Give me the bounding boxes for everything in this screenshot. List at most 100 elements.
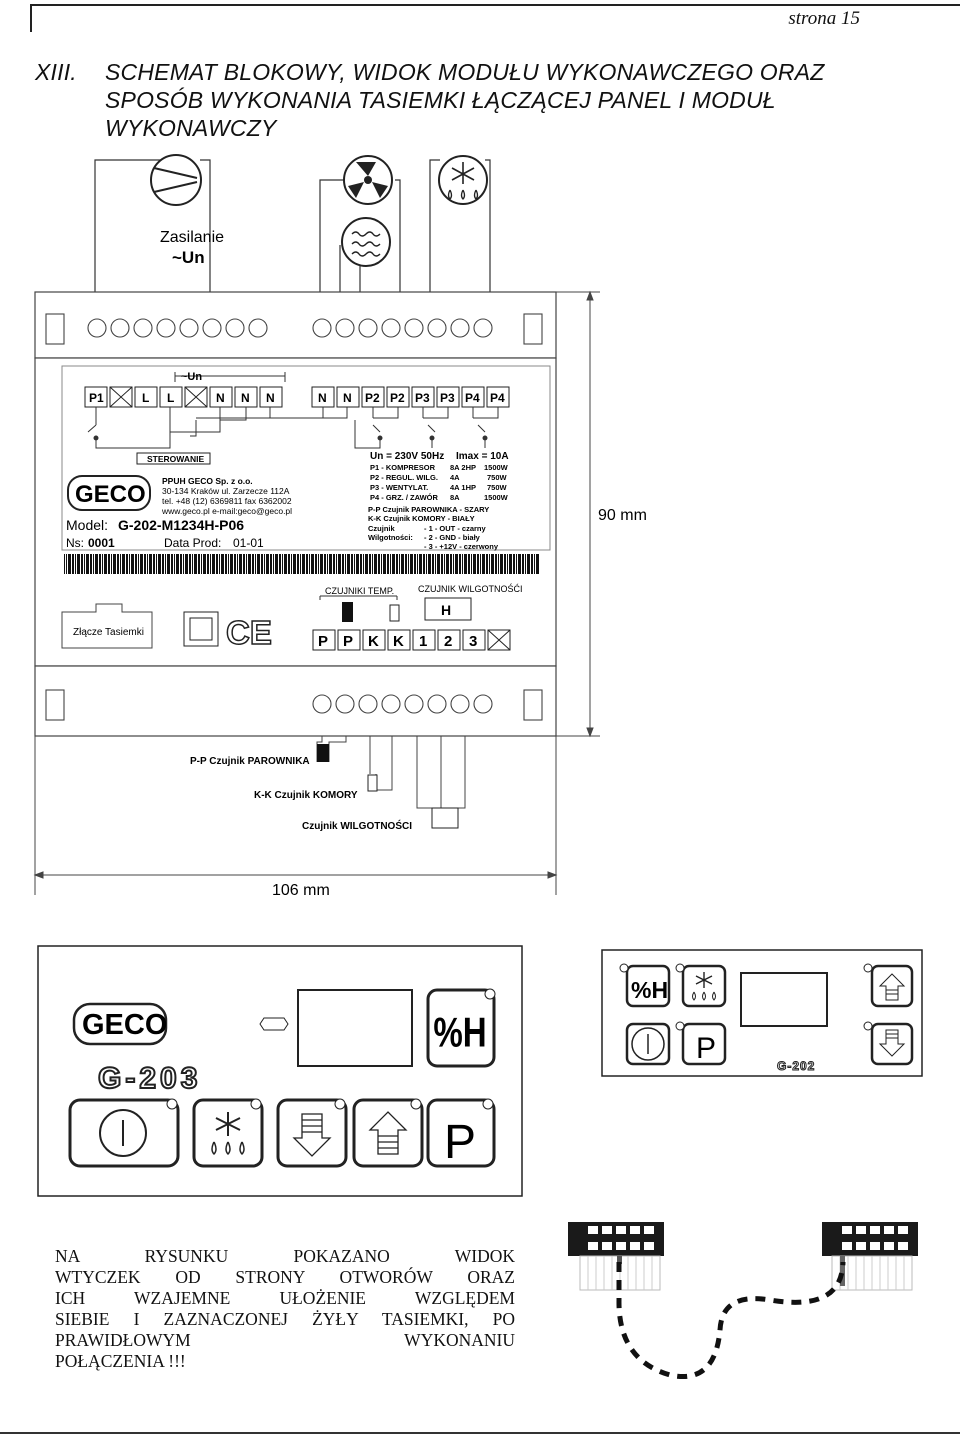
bottom-pin: 1: [419, 633, 427, 650]
note-line-4: SIEBIE I ZAZNACZONEJ ŻYŁY TASIEMKI, PO: [55, 1309, 515, 1329]
snowflake-icon: [215, 1112, 241, 1136]
barcode: [64, 554, 540, 574]
up-button-g203[interactable]: [352, 1098, 424, 1168]
ribbon-core-marked: [616, 1261, 846, 1379]
humidifier-icon: [341, 217, 391, 267]
date-label: Data Prod:: [164, 536, 221, 550]
arrow-down-icon: [878, 1029, 906, 1057]
geco-logo-g203: GECO: [72, 1002, 167, 1046]
pin-label: N: [241, 391, 250, 405]
wire-pp-label: P-P Czujnik PAROWNIKA: [190, 756, 310, 767]
ns-value: 0001: [88, 536, 115, 550]
dimension-width: [33, 736, 558, 895]
humidity-sensor-icon: [431, 807, 459, 829]
bottom-pin: K: [368, 633, 379, 650]
page-number: strona 15: [788, 8, 860, 29]
note-line-3: ICH WZAJEMNE UŁOŻENIE WZGLĘDEM: [55, 1288, 515, 1308]
plug-left: [568, 1222, 664, 1291]
wire-kk-label: K-K Czujnik KOMORY: [254, 790, 358, 801]
pin-label: L: [167, 391, 174, 405]
legend-kk: K-K Czujnik KOMORY - BIAŁY: [368, 514, 475, 523]
percent-h-label: %H: [631, 977, 668, 1003]
humidity-sensor-box: [424, 597, 472, 621]
bottom-pin-strip: P P K K 1 2 3: [312, 629, 511, 651]
sensor-legend: P-P Czujnik PAROWNIKA - SZARY K-K Czujni…: [368, 505, 499, 551]
fan-icon: [343, 155, 393, 205]
ns-label: Ns:: [66, 536, 84, 550]
rating-name: P4 - GRZ. / ZAWÓR: [370, 493, 439, 502]
wire-wilg-label: Czujnik WILGOTNOŚCI: [302, 819, 412, 832]
power-button-g202[interactable]: [625, 1022, 671, 1066]
rating-name: P1 - KOMPRESOR: [370, 463, 436, 472]
header-frame: [30, 4, 960, 32]
power-button-g203[interactable]: [68, 1098, 180, 1168]
rating-current: 8A 2HP: [450, 463, 476, 472]
pin-label: P4: [465, 391, 480, 405]
p-label: P: [444, 1116, 476, 1169]
p-label: P: [696, 1032, 716, 1065]
display-window: [297, 989, 413, 1067]
geco-logo-module: GECO: [67, 475, 151, 511]
legend-hum: Czujnik: [368, 524, 395, 533]
top-pin-strip: P1 L L N N N N N P2 P2 P3 P3 P4 P4: [84, 386, 510, 408]
display-window-g202: [740, 972, 828, 1027]
percent-h-label: %H: [433, 1009, 486, 1055]
h-label: H: [441, 602, 451, 618]
rating-current: 4A 1HP: [450, 483, 476, 492]
note-text: NA RYSUNKU POKAZANO WIDOK WTYCZEK OD STR…: [55, 1246, 515, 1372]
p-button-g203[interactable]: P: [426, 1098, 496, 1169]
dim-width-label: 106 mm: [272, 882, 330, 899]
g203-model: G-203: [98, 1062, 201, 1095]
legend-hum2: Wilgotności:: [368, 533, 413, 542]
arrow-up-icon: [368, 1111, 408, 1155]
note-line-6: POŁĄCZENIA !!!: [55, 1351, 186, 1371]
pin-label: N: [318, 391, 327, 405]
pin-label: P4: [490, 391, 505, 405]
led-indicator: [259, 1017, 289, 1031]
chamber-sensor-icon: [389, 604, 400, 622]
company-name: PPUH GECO Sp. z o.o.: [162, 476, 253, 486]
pin-label: P1: [89, 391, 104, 405]
top-terminal-row: [45, 313, 543, 345]
down-button-g203[interactable]: [276, 1098, 348, 1168]
down-button-g202[interactable]: [863, 1021, 914, 1066]
bottom-pin: K: [393, 633, 404, 650]
logo-text: GECO: [75, 481, 146, 508]
section-heading: XIII. SCHEMAT BLOKOWY, WIDOK MODUŁU WYKON…: [35, 58, 824, 142]
legend-c1: - 1 - OUT - czarny: [424, 524, 487, 533]
p-button-g202[interactable]: P: [675, 1021, 727, 1066]
pin-label: N: [266, 391, 275, 405]
company-address: 30-134 Kraków ul. Zarzecze 112A: [162, 486, 290, 496]
percent-h-button-g202[interactable]: %H: [619, 963, 671, 1008]
date-value: 01-01: [233, 536, 264, 550]
pin-label: P2: [390, 391, 405, 405]
defrost-icon: [438, 155, 488, 205]
heading-line-1: SCHEMAT BLOKOWY, WIDOK MODUŁU WYKONAWCZE…: [105, 59, 825, 85]
company-phone: tel. +48 (12) 6369811 fax 6362002: [162, 496, 292, 506]
pin-label: N: [216, 391, 225, 405]
model-label: Model:: [66, 517, 108, 533]
defrost-button-g203[interactable]: [192, 1098, 264, 1168]
percent-h-button-g203[interactable]: %H: [426, 988, 496, 1068]
rating-imax: Imax = 10A: [456, 451, 509, 462]
supply-label: Zasilanie: [160, 229, 224, 246]
heading-line-2: SPOSÓB WYKONANIA TASIEMKI ŁĄCZĄCEJ PANEL…: [105, 87, 776, 113]
pin-label: L: [142, 391, 149, 405]
kk-sensor-icon: [367, 774, 378, 792]
defrost-button-g202[interactable]: [675, 963, 727, 1008]
czujniki-temp-label: CZUJNIKI TEMP.: [325, 586, 394, 596]
arrow-up-icon: [878, 973, 906, 1001]
supply-symbol: ~Un: [172, 248, 205, 267]
up-button-g202[interactable]: [863, 963, 914, 1008]
section-number: XIII.: [35, 59, 77, 85]
rating-current: 8A: [450, 493, 460, 502]
arrow-down-icon: [292, 1113, 332, 1157]
rating-power: 750W: [487, 473, 508, 482]
model-value: G-202-M1234H-P06: [118, 517, 244, 533]
legend-c3: - 3 - +12V - czerwony: [424, 542, 499, 551]
g202-model: G-202: [777, 1059, 815, 1073]
supply-wiring: [94, 159, 491, 292]
legend-c2: - 2 - GND - biały: [424, 533, 481, 542]
evaporator-sensor-icon: [342, 602, 353, 622]
note-line-5: PRAWIDŁOWYM WYKONANIU: [55, 1330, 515, 1350]
